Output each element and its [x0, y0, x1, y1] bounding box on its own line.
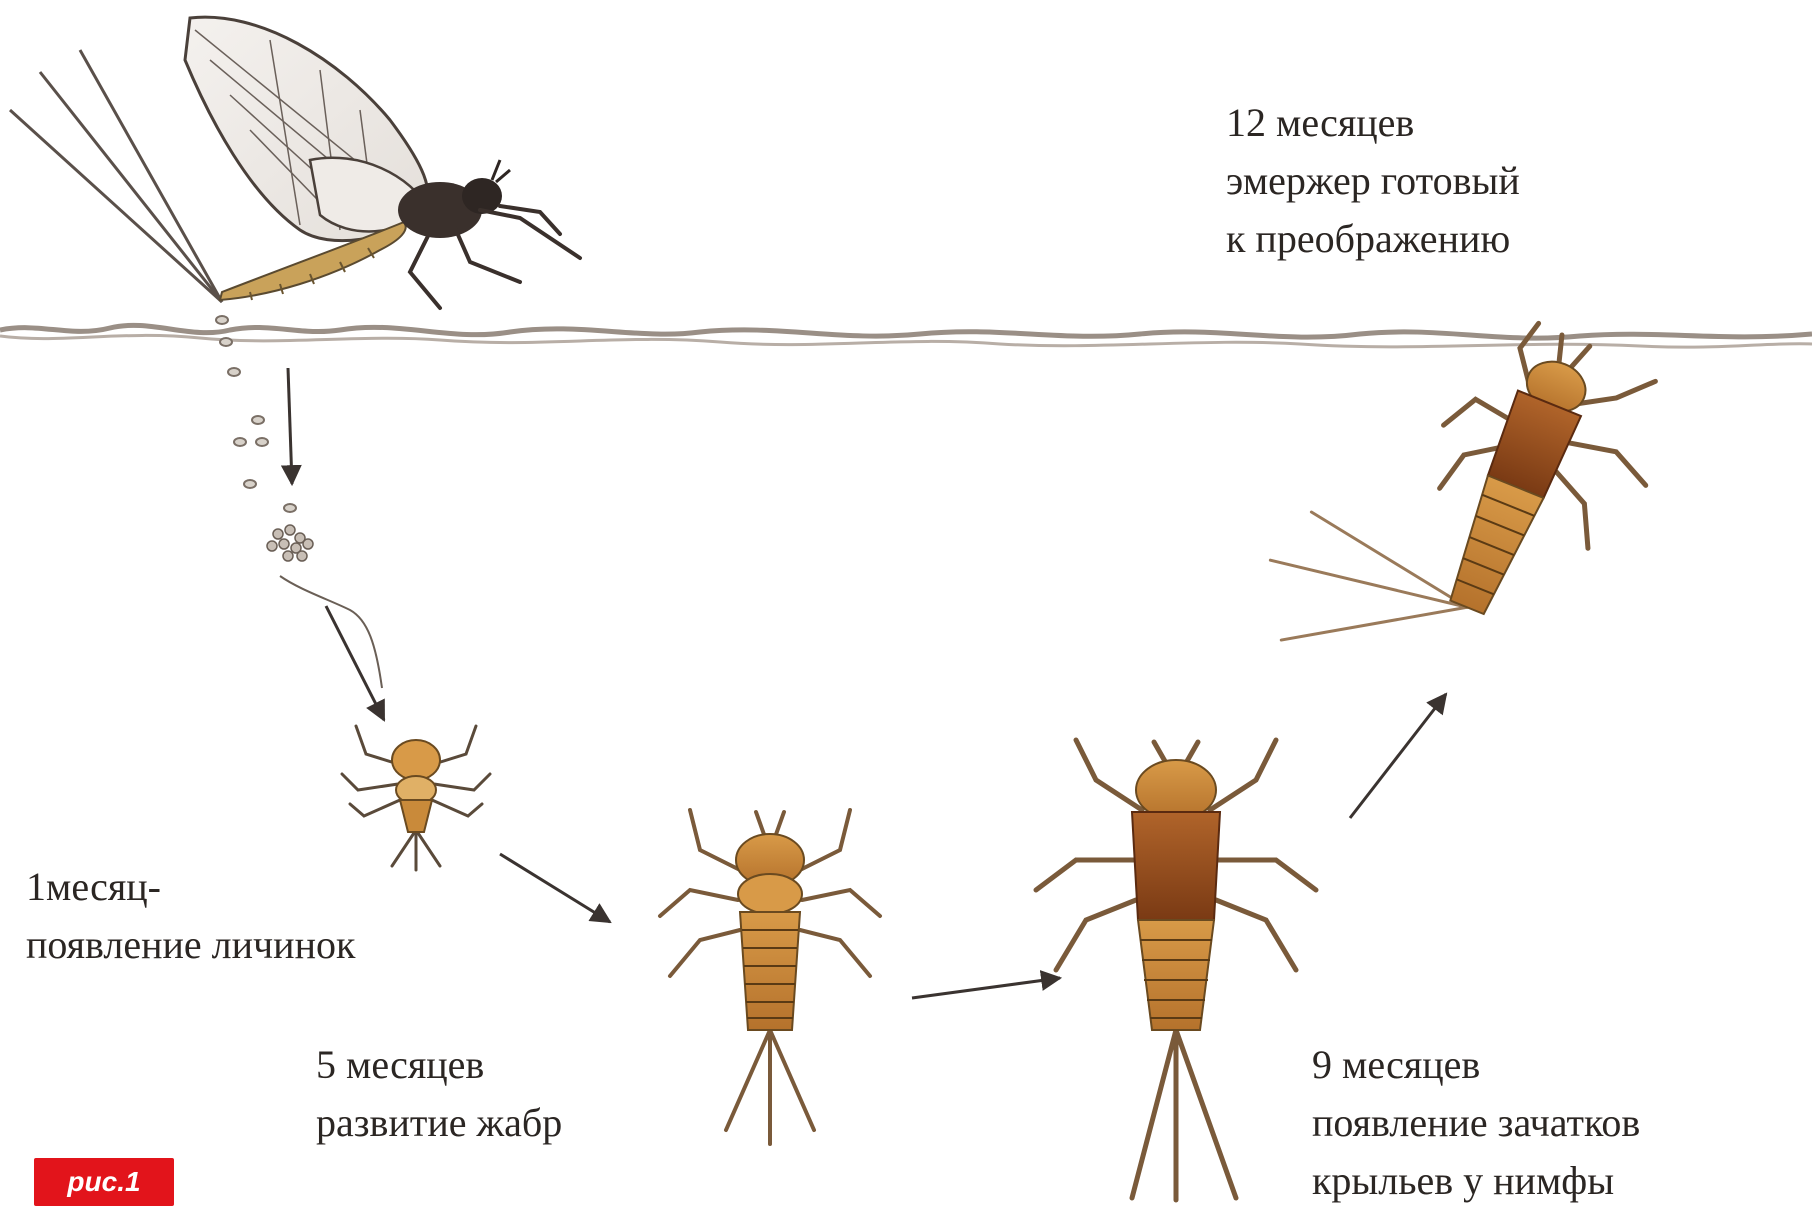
figure-label-badge: рис.1	[34, 1158, 174, 1206]
nymph-5-months	[660, 810, 880, 1144]
arrow-gills-to-wings	[912, 978, 1060, 998]
arrow-to-larva	[326, 606, 384, 720]
stage-label-line: развитие жабр	[316, 1094, 562, 1152]
eggs	[216, 316, 296, 512]
arrow-eggs-down	[288, 368, 292, 484]
stage-label-line: 9 месяцев	[1312, 1036, 1640, 1094]
larva-1-month	[342, 726, 490, 870]
stage-label-line: 1месяц-	[26, 858, 355, 916]
stage-label-line: 5 месяцев	[316, 1036, 562, 1094]
hatchling-thread	[280, 576, 382, 688]
stage-label-line: появление зачатков	[1312, 1094, 1640, 1152]
arrow-larva-to-gills	[500, 854, 610, 922]
egg-cluster	[267, 525, 313, 561]
nymph-9-months	[1036, 740, 1316, 1200]
stage-label-12-months: 12 месяцев эмержер готовый к преображени…	[1226, 94, 1520, 268]
stage-label-5-months: 5 месяцев развитие жабр	[316, 1036, 562, 1152]
stage-label-line: появление личинок	[26, 916, 355, 974]
stage-label-line: эмержер готовый	[1226, 152, 1520, 210]
water-surface-line	[0, 325, 1812, 347]
arrow-wings-to-emerger	[1350, 694, 1446, 818]
stage-label-line: 12 месяцев	[1226, 94, 1520, 152]
stage-label-line: к преображению	[1226, 210, 1520, 268]
stage-label-line: крыльев у нимфы	[1312, 1152, 1640, 1210]
adult-mayfly	[10, 17, 580, 308]
stage-label-1-month: 1месяц- появление личинок	[26, 858, 355, 974]
stage-label-9-months: 9 месяцев появление зачатков крыльев у н…	[1312, 1036, 1640, 1210]
